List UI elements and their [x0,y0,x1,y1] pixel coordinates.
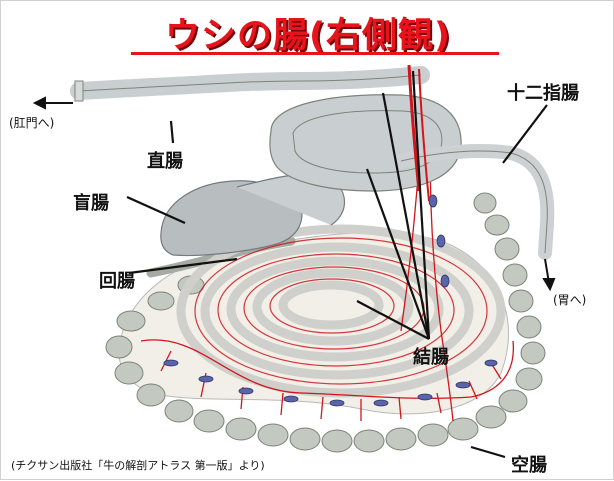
label-cecum: 盲腸 [73,193,109,214]
label-jejunum: 空腸 [511,455,547,476]
lymph-nodes [163,194,498,407]
label-colon: 結腸 [413,347,449,368]
arrow-to-anus [32,96,73,110]
label-ileum: 回腸 [99,271,135,292]
colon-loop-upper [269,94,462,192]
label-to-anus: (肛門へ) [9,116,55,130]
page-title: ウシの腸(右側観) [165,16,451,56]
source-credit: (チクサン出版社「牛の解剖アトラス 第一版」より) [11,459,265,472]
label-to-stomach: (胃へ) [553,293,587,307]
cecum-body [160,180,303,257]
arrow-to-stomach [542,258,556,292]
label-duodenum: 十二指腸 [507,83,579,104]
label-rectum: 直腸 [147,151,183,172]
spiral-colon [176,224,506,398]
leader-lines [126,70,548,459]
title-underline [131,52,499,55]
jejunum-coils [105,192,546,453]
